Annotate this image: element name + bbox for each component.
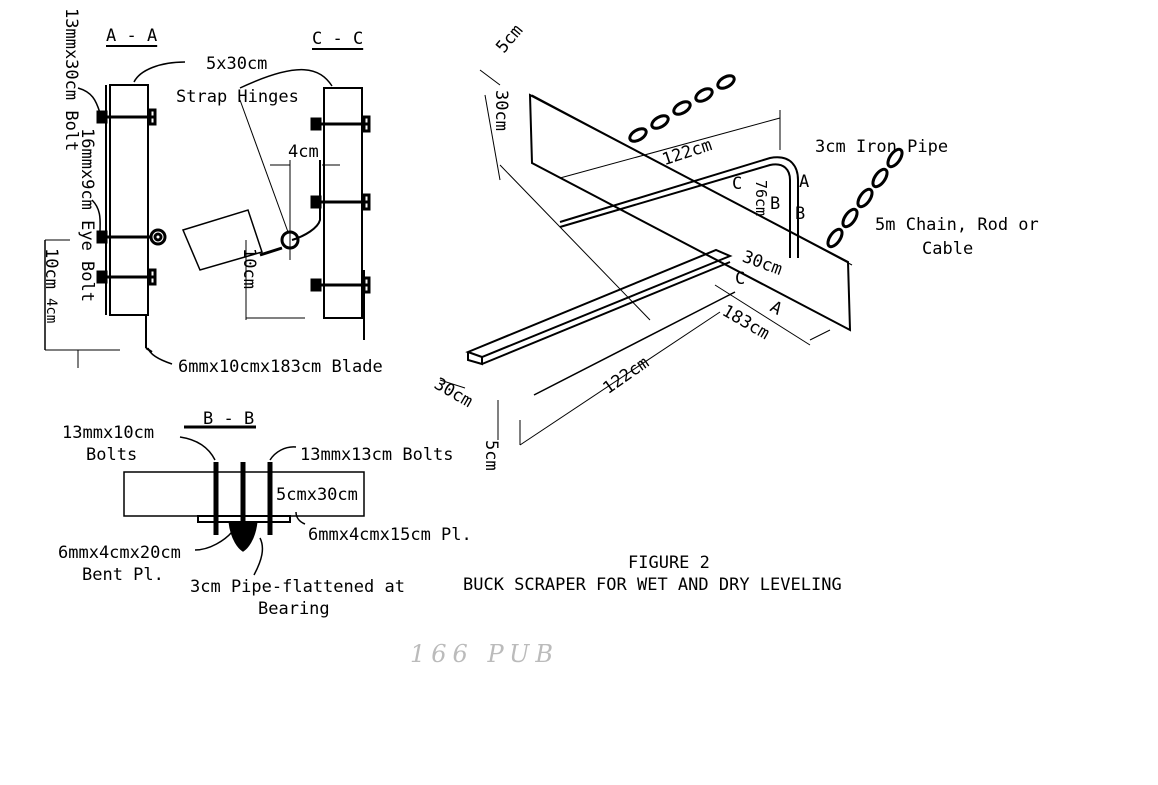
aa-dim-4cm: 4cm — [43, 298, 59, 324]
bb-pipe-line1: 3cm Pipe-flattened at — [190, 577, 405, 597]
isometric-drawing — [439, 69, 904, 446]
iso-chain-line2: Cable — [922, 239, 974, 259]
iso-section-b-2: B — [795, 204, 806, 224]
section-cc-drawing — [181, 68, 371, 340]
iso-chain-line1: 5m Chain, Rod or — [875, 215, 1039, 235]
bb-bent-plate-line2: Bent Pl. — [82, 565, 164, 585]
cc-leader-board — [239, 68, 333, 89]
section-bb-title: B - B — [203, 409, 255, 429]
section-cc-title: C - C — [312, 29, 364, 49]
iso-chain-right — [826, 147, 904, 249]
cc-leader-hinge — [239, 99, 289, 233]
handwritten-note: 166 PUB — [410, 640, 560, 668]
bb-plate-label: 6mmx4cmx15cm Pl. — [308, 525, 472, 545]
iso-pipe — [559, 163, 791, 258]
cc-bolts — [310, 115, 371, 294]
iso-section-c-2: C — [735, 269, 746, 289]
iso-dim-30cm-top: 30cm — [491, 90, 511, 131]
section-aa-title: A - A — [106, 26, 158, 46]
section-aa-drawing — [44, 61, 186, 368]
aa-leader-blade — [147, 347, 173, 365]
bb-board-label: 5cmx30cm — [276, 485, 358, 505]
iso-dimension-lines — [439, 69, 831, 446]
cc-dim-4cm: 4cm — [288, 142, 319, 162]
cc-blade-rotated — [181, 209, 263, 271]
bb-bent-plate — [228, 521, 258, 552]
bb-pipe-line2: Bearing — [258, 599, 330, 619]
bb-bolts10-line2: Bolts — [86, 445, 138, 465]
iso-pipe-label: 3cm Iron Pipe — [815, 137, 949, 157]
aa-leader-bolt — [77, 87, 101, 114]
aa-board — [109, 84, 149, 316]
figure-title: BUCK SCRAPER FOR WET AND DRY LEVELING — [463, 575, 842, 595]
iso-dim-5cm-bottom: 5cm — [481, 440, 501, 471]
cc-dim-10cm: 10cm — [239, 248, 259, 289]
bb-bolts10-line1: 13mmx10cm — [62, 423, 155, 443]
iso-dim-76cm: 76cm — [752, 180, 770, 217]
cc-strap-hinges-label: Strap Hinges — [176, 87, 299, 107]
aa-bolts — [96, 108, 167, 286]
bb-bolts13-label: 13mmx13cm Bolts — [300, 445, 454, 465]
bb-bent-plate-line1: 6mmx4cmx20cm — [58, 543, 181, 563]
figure-number: FIGURE 2 — [628, 553, 710, 573]
iso-section-b-1: B — [770, 194, 781, 214]
iso-section-a-top: A — [799, 172, 810, 192]
aa-leader-eyebolt — [91, 199, 101, 233]
iso-section-c-1: C — [732, 174, 743, 194]
aa-dim-10cm: 10cm — [41, 248, 61, 289]
aa-leader-board — [133, 61, 186, 83]
aa-blade-label: 6mmx10cmx183cm Blade — [178, 357, 383, 377]
section-bb-drawing — [123, 425, 365, 576]
iso-chain-left — [628, 74, 736, 143]
iso-bottom-plank — [465, 248, 733, 359]
cc-board-label: 5x30cm — [206, 54, 268, 74]
cc-strap-hinge — [291, 160, 321, 241]
aa-eyebolt-label: 16mmx9cm Eye Bolt — [77, 128, 97, 302]
